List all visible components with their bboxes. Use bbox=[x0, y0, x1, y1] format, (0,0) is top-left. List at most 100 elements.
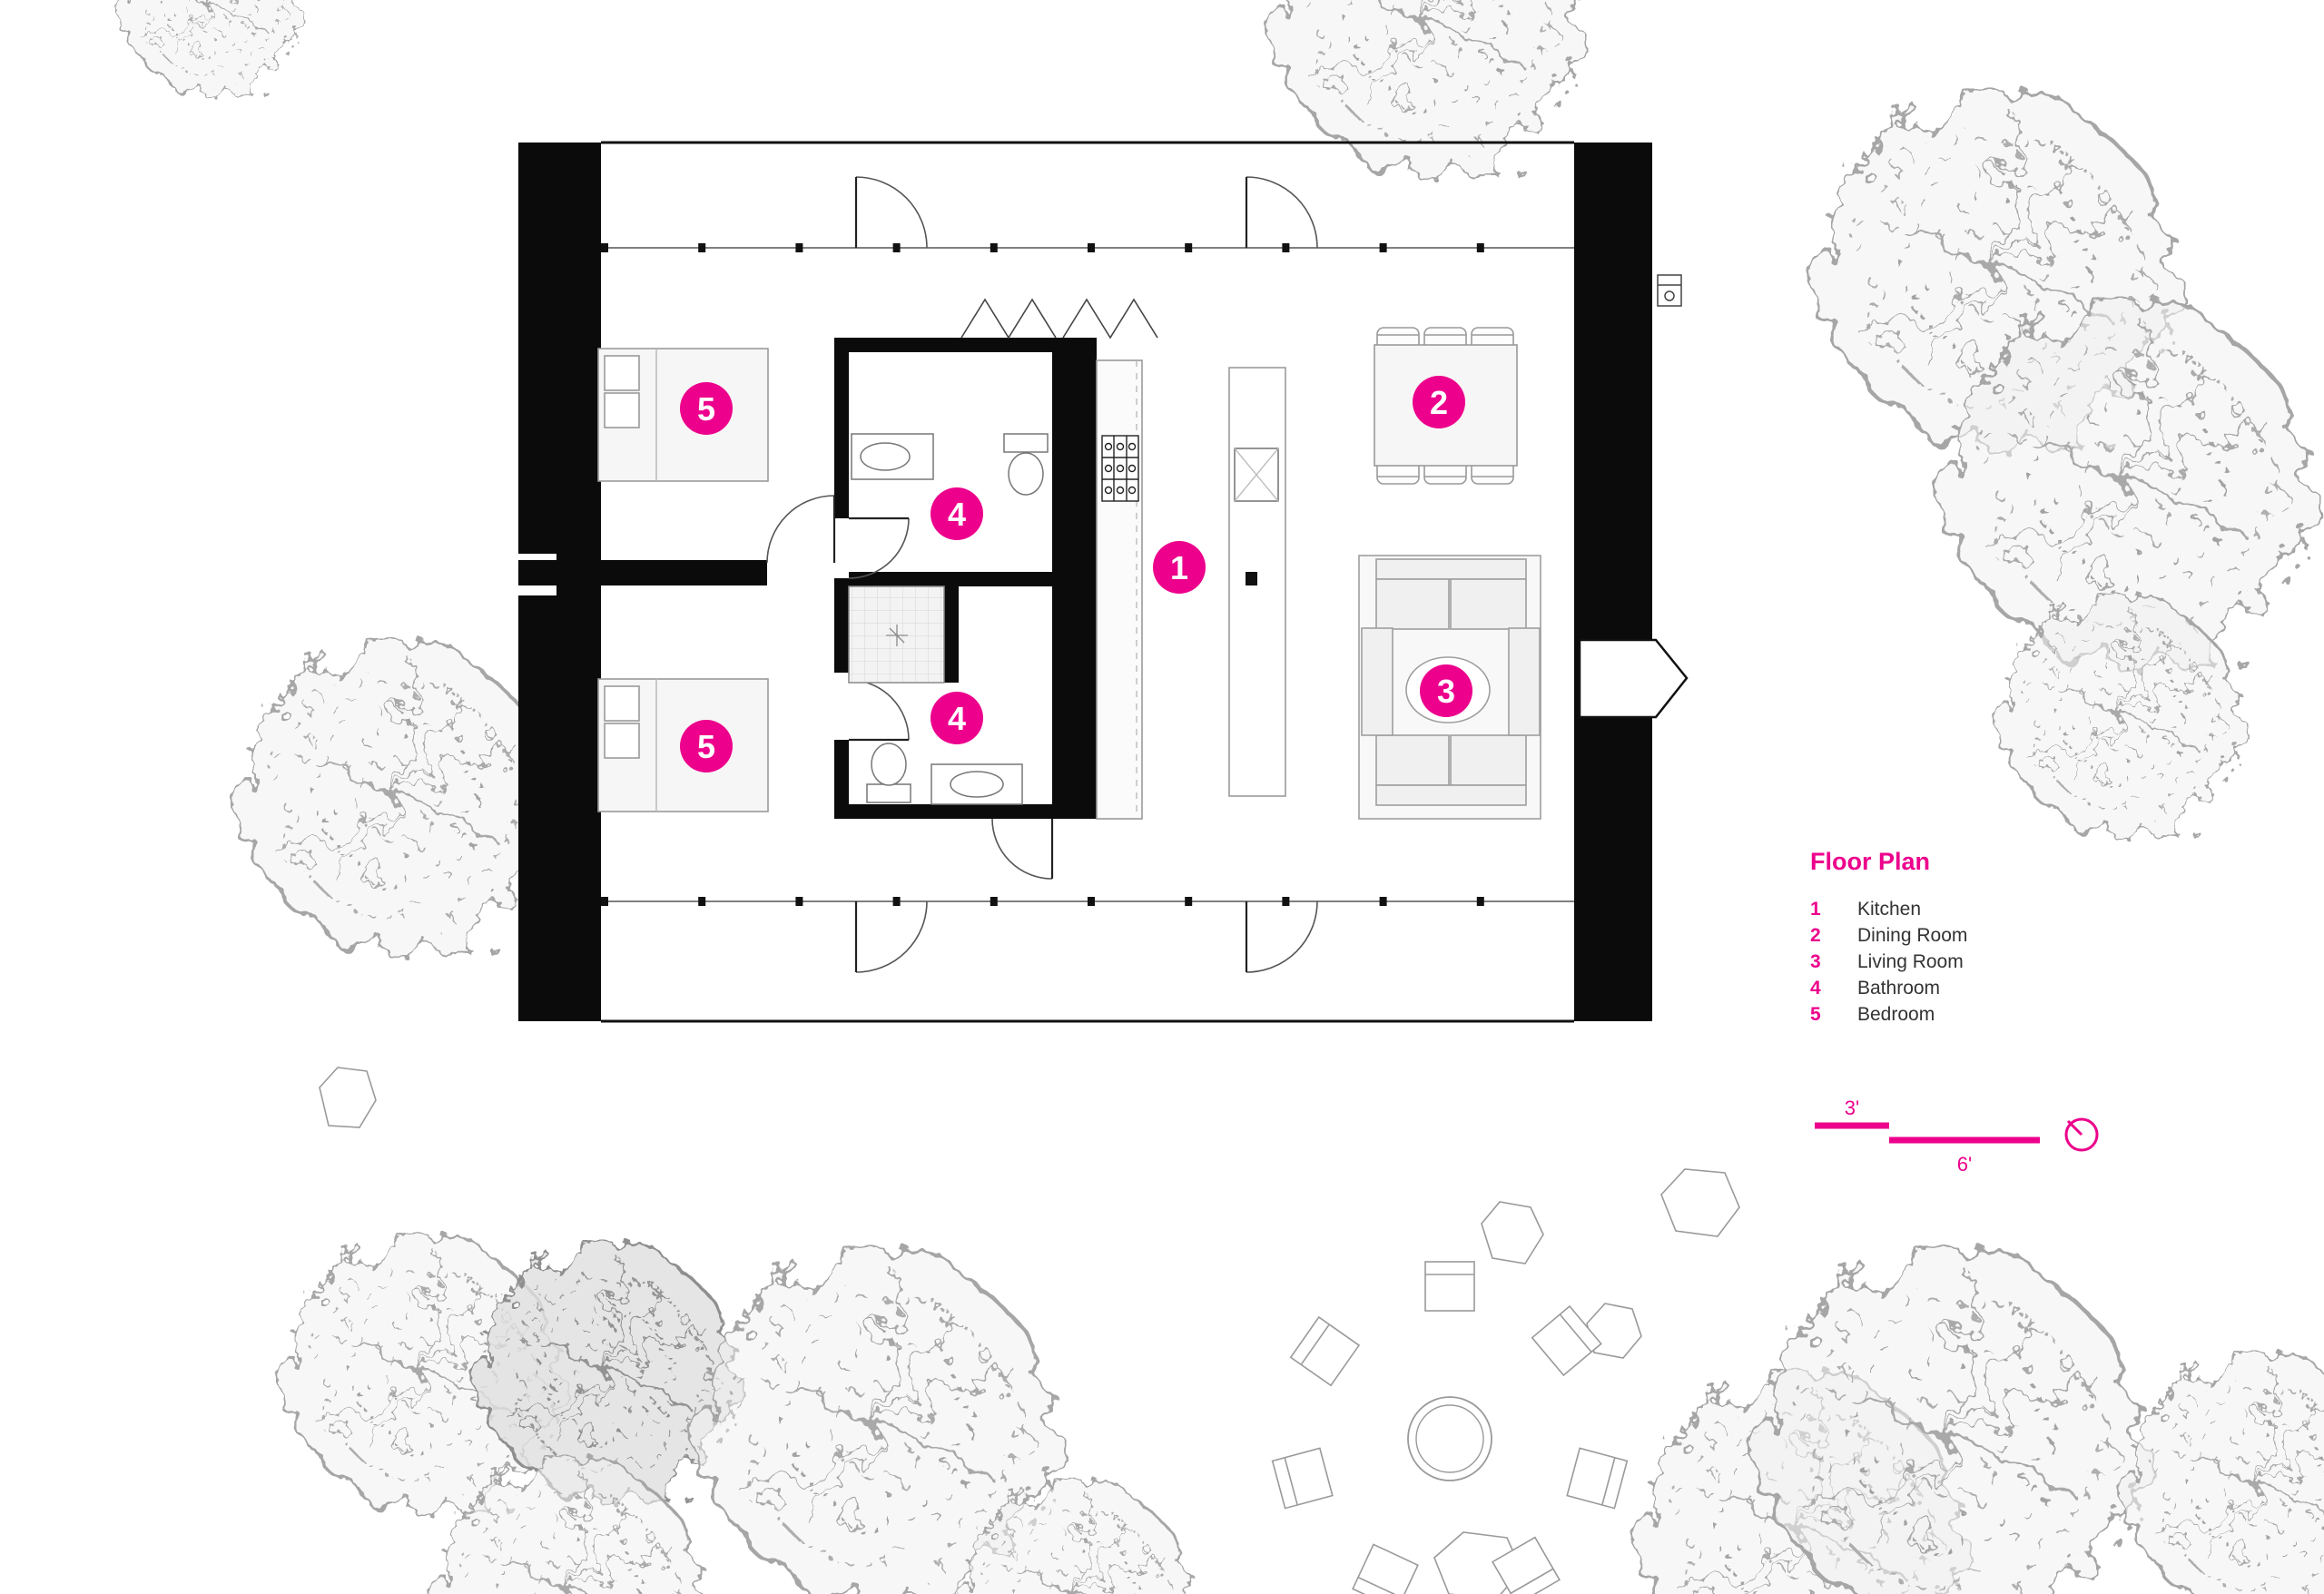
dining-set bbox=[1374, 327, 1518, 485]
outdoor-chair-icon bbox=[1352, 1543, 1419, 1594]
scale-label-6ft: 6' bbox=[1957, 1153, 1972, 1176]
living-set bbox=[1358, 555, 1541, 820]
fire-pit-icon bbox=[1407, 1396, 1492, 1481]
legend-item-label: Bathroom bbox=[1857, 978, 1941, 999]
bifold-door bbox=[1062, 298, 1158, 339]
legend-item-label: Living Room bbox=[1857, 951, 1964, 972]
toilet-icon bbox=[1008, 452, 1044, 496]
door-arc bbox=[991, 818, 1053, 880]
bathroom-divider-wall bbox=[849, 572, 1052, 586]
bifold-door bbox=[960, 298, 1057, 339]
bathroom-lower-fixtures bbox=[866, 743, 1023, 805]
scale-bar: 3' 6' bbox=[1815, 1097, 2040, 1176]
outdoor-chair-icon bbox=[1492, 1536, 1561, 1594]
legend-item-label: Dining Room bbox=[1857, 925, 1968, 946]
door-arc bbox=[855, 900, 928, 973]
shower-wall bbox=[944, 586, 959, 683]
outdoor-chair-icon bbox=[1566, 1447, 1629, 1510]
marker-number: 5 bbox=[697, 728, 715, 765]
shower-drain-icon bbox=[886, 625, 908, 646]
island-faucet bbox=[1246, 572, 1257, 585]
sofa-back bbox=[1375, 784, 1527, 806]
cooktop-icon bbox=[1101, 435, 1139, 502]
fire-pit-area bbox=[1271, 1261, 1629, 1594]
room-marker-bathroom-upper: 4 bbox=[931, 487, 983, 540]
side-chair bbox=[1361, 627, 1393, 736]
door-arc bbox=[848, 517, 910, 579]
legend-title: Floor Plan bbox=[1810, 848, 1931, 875]
east-wall bbox=[1574, 143, 1652, 1021]
legend-item-number: 5 bbox=[1810, 1004, 1821, 1025]
kitchen-counter bbox=[1096, 359, 1143, 820]
fire-pit-inner-ring bbox=[1415, 1404, 1484, 1473]
shower bbox=[848, 585, 945, 684]
site-rocks bbox=[319, 1067, 1740, 1594]
sofa-cushion bbox=[1450, 734, 1527, 786]
outdoor-chair-icon bbox=[1271, 1447, 1334, 1510]
room-marker-kitchen: 1 bbox=[1153, 541, 1206, 594]
toilet-tank bbox=[1003, 433, 1049, 453]
legend-item-bathroom: 4 Bathroom bbox=[1810, 975, 1967, 1001]
rock-icon bbox=[1481, 1201, 1544, 1264]
kitchen-plumbing-wall bbox=[1052, 338, 1097, 819]
sink-icon bbox=[950, 771, 1004, 798]
sofa-cushion bbox=[1375, 578, 1450, 630]
sink-icon bbox=[860, 442, 911, 471]
island-sink-icon bbox=[1234, 448, 1279, 502]
legend-item-kitchen: 1 Kitchen bbox=[1810, 896, 1967, 922]
outdoor-chair-icon bbox=[1424, 1261, 1475, 1312]
room-marker-living: 3 bbox=[1420, 664, 1472, 717]
sofa-back bbox=[1375, 558, 1527, 580]
core-left-wall bbox=[834, 338, 849, 518]
legend-item-number: 1 bbox=[1810, 899, 1821, 920]
tree-icon bbox=[1766, 1256, 2141, 1594]
legend-item-number: 4 bbox=[1810, 978, 1821, 999]
tree-icon bbox=[1276, 0, 1578, 176]
room-marker-dining: 2 bbox=[1413, 376, 1465, 428]
legend-list: 1 Kitchen 2 Dining Room 3 Living Room 4 … bbox=[1810, 896, 1967, 1028]
interior-walls bbox=[518, 338, 1097, 819]
room-markers: 1 2 3 4 4 5 5 bbox=[680, 376, 1472, 772]
marker-number: 4 bbox=[948, 496, 966, 533]
room-marker-bedroom-upper: 5 bbox=[680, 382, 733, 435]
north-arrow-icon bbox=[2064, 1117, 2099, 1152]
side-chair bbox=[1508, 627, 1541, 736]
door-arc bbox=[855, 176, 928, 249]
marker-number: 2 bbox=[1430, 384, 1448, 421]
tree-icon bbox=[122, 0, 300, 96]
marker-number: 5 bbox=[697, 390, 715, 428]
core-left-wall bbox=[834, 578, 849, 673]
entry-bay bbox=[1578, 638, 1689, 719]
room-marker-bathroom-lower: 4 bbox=[931, 692, 983, 744]
legend-item-dining-room: 2 Dining Room bbox=[1810, 922, 1967, 949]
core-bottom-wall bbox=[834, 804, 1067, 819]
toilet-icon bbox=[871, 743, 907, 786]
rock-icon bbox=[1660, 1168, 1740, 1237]
sofa-cushion bbox=[1450, 578, 1527, 630]
kitchen-island bbox=[1228, 367, 1286, 797]
utility-meter-icon bbox=[1657, 274, 1682, 307]
marker-number: 3 bbox=[1437, 673, 1455, 710]
legend-item-label: Bedroom bbox=[1857, 1004, 1935, 1025]
exterior-doors bbox=[854, 176, 1318, 973]
door-arc bbox=[1246, 900, 1318, 973]
toilet-tank bbox=[866, 783, 911, 803]
legend-item-living-room: 3 Living Room bbox=[1810, 949, 1967, 975]
door-arc bbox=[848, 679, 910, 741]
marker-number: 4 bbox=[948, 700, 966, 737]
door-arc bbox=[766, 495, 835, 564]
door-arc bbox=[1246, 176, 1318, 249]
tree-icon bbox=[480, 1245, 736, 1501]
legend-item-number: 3 bbox=[1810, 951, 1821, 972]
legend-item-bedroom: 5 Bedroom bbox=[1810, 1001, 1967, 1028]
marker-number: 1 bbox=[1170, 549, 1188, 586]
site-foliage bbox=[122, 0, 2324, 1594]
legend-item-number: 2 bbox=[1810, 925, 1821, 946]
legend: Floor Plan 1 Kitchen 2 Dining Room 3 Liv… bbox=[1810, 848, 1967, 1028]
tree-icon bbox=[2002, 597, 2241, 837]
room-marker-bedroom-lower: 5 bbox=[680, 720, 733, 772]
core-top-wall bbox=[834, 338, 1067, 352]
rock-icon bbox=[319, 1067, 377, 1128]
